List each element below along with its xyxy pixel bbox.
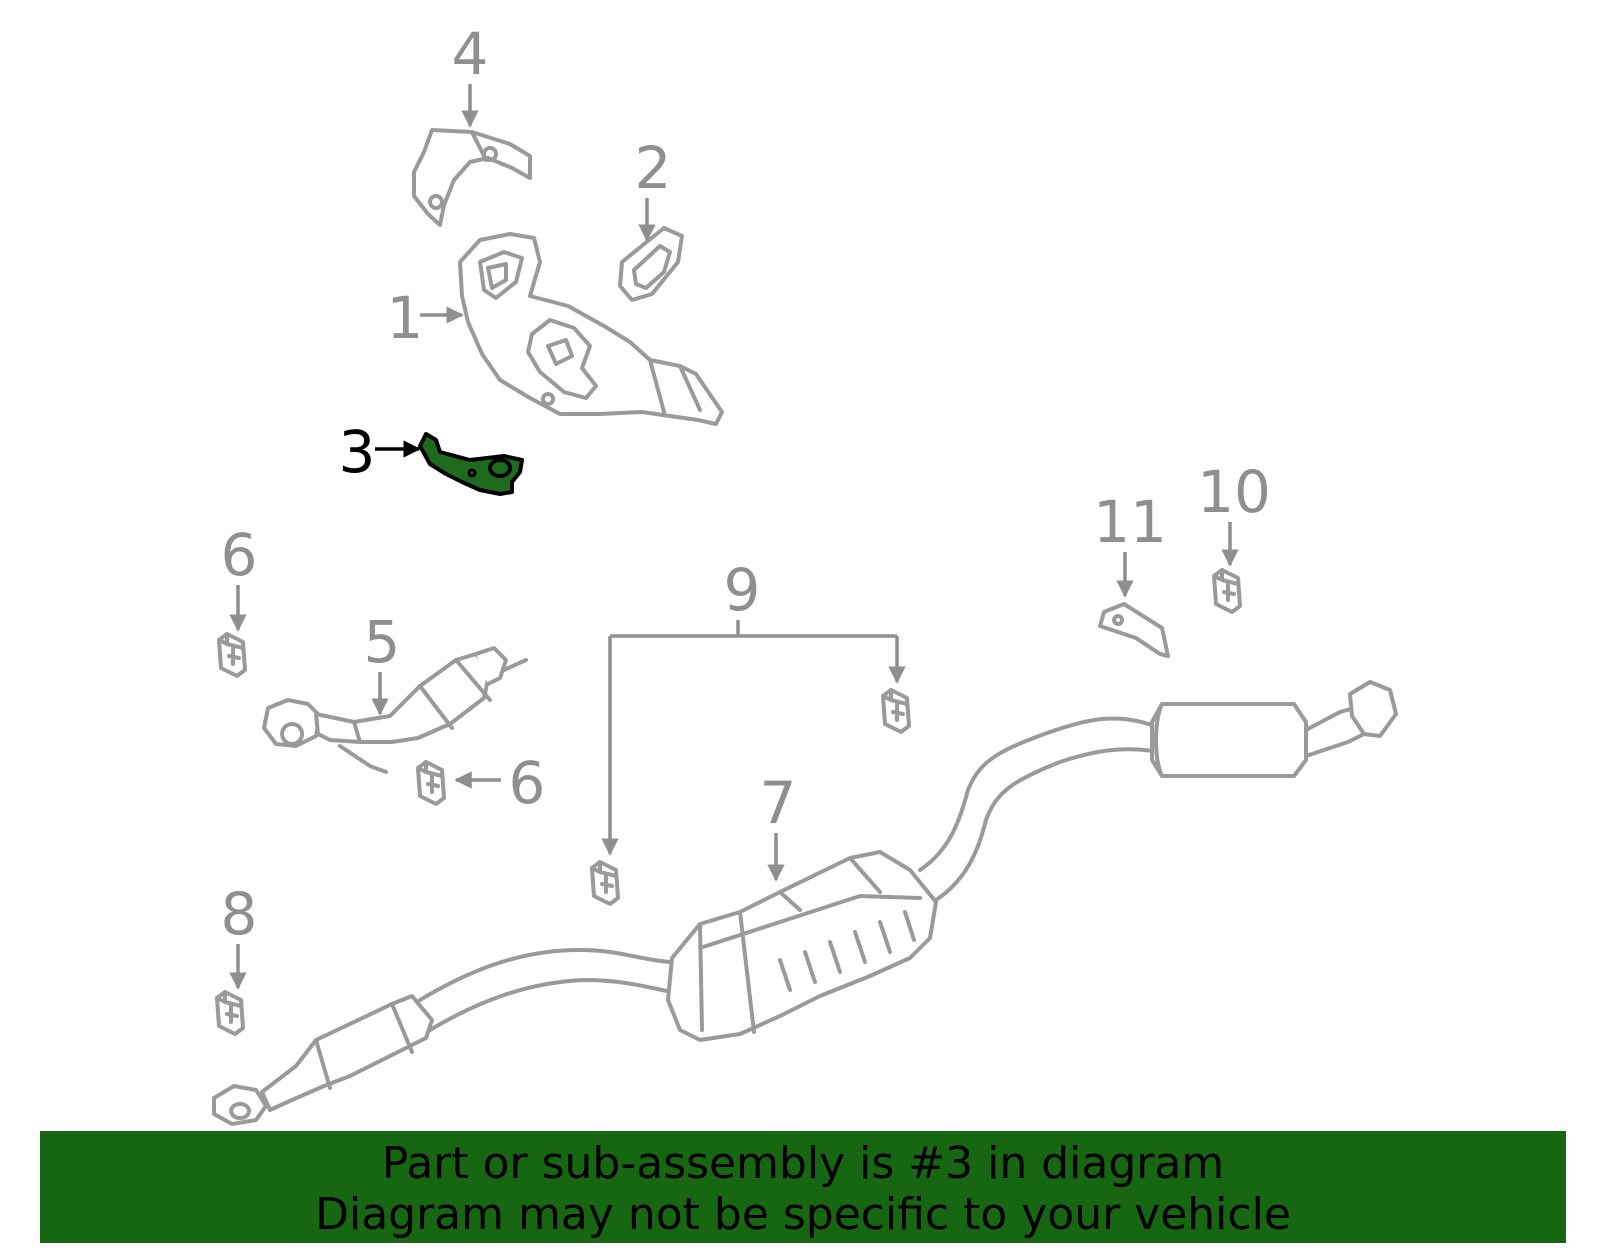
part-1-exhaust-manifold[interactable] — [458, 232, 724, 426]
callout-6-lower: 6 — [509, 749, 546, 817]
banner-line-disclaimer: Diagram may not be specific to your vehi… — [315, 1189, 1291, 1240]
callout-3: 3 — [339, 418, 376, 486]
callout-9: 9 — [724, 556, 761, 624]
callout-7: 7 — [760, 769, 797, 837]
part-6-hanger-lower[interactable] — [416, 760, 446, 806]
part-3-bracket[interactable] — [418, 432, 524, 496]
callout-10: 10 — [1197, 458, 1271, 526]
callout-2: 2 — [635, 134, 672, 202]
banner-line-part-number: Part or sub-assembly is #3 in diagram — [381, 1138, 1225, 1189]
part-info-banner: Part or sub-assembly is #3 in diagram Di… — [40, 1131, 1566, 1243]
part-2-gasket[interactable] — [618, 226, 684, 302]
callout-8: 8 — [221, 880, 258, 948]
part-5-front-pipe[interactable] — [262, 646, 528, 774]
callout-4: 4 — [452, 20, 489, 88]
part-9-hanger-right[interactable] — [881, 688, 911, 734]
part-11-bracket[interactable] — [1098, 602, 1170, 658]
part-8-hanger[interactable] — [215, 990, 245, 1036]
callout-5: 5 — [364, 608, 401, 676]
part-10-hanger[interactable] — [1212, 568, 1242, 614]
part-7-muffler-assembly[interactable] — [212, 680, 1398, 1126]
part-6-hanger-upper[interactable] — [217, 632, 247, 678]
part-4-heat-shield[interactable] — [412, 128, 532, 227]
callout-labels: 4 2 1 3 6 5 6 7 8 9 10 11 — [221, 20, 1271, 948]
part-9-hanger-left[interactable] — [590, 860, 620, 906]
callout-11: 11 — [1093, 488, 1167, 556]
callout-6-upper: 6 — [221, 521, 258, 589]
leader-lines — [229, 84, 1239, 990]
callout-1: 1 — [387, 284, 424, 352]
